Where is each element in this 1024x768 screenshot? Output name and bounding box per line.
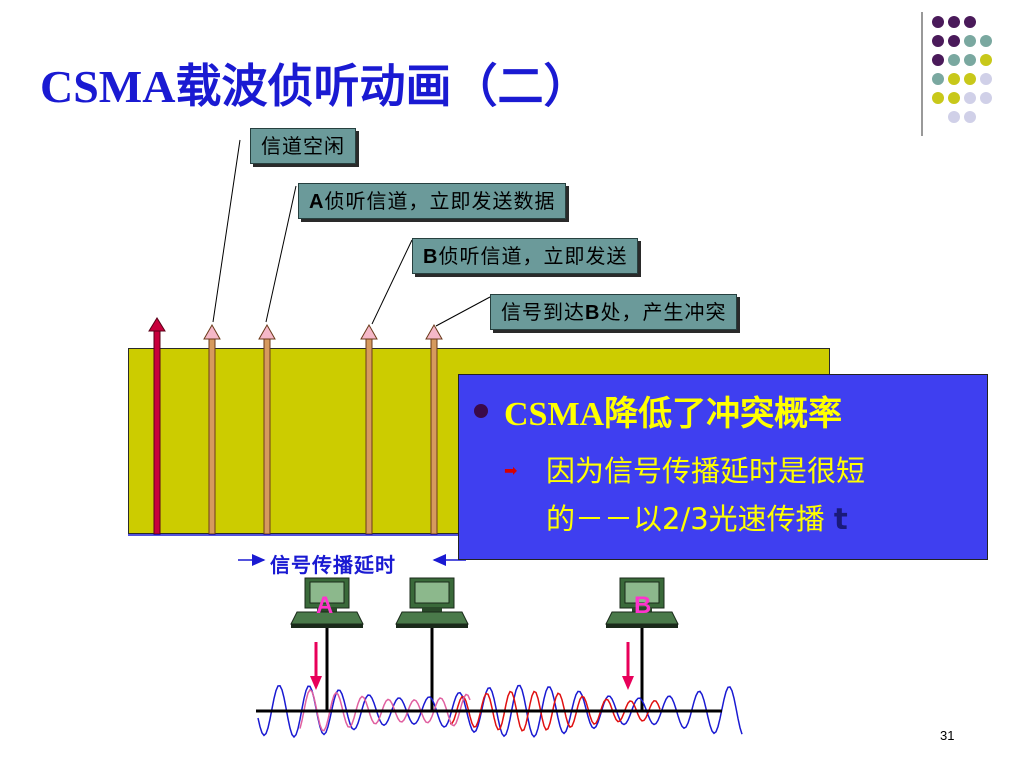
node-label-b: B xyxy=(634,592,652,619)
corner-dot xyxy=(932,54,944,66)
corner-dot xyxy=(964,35,976,47)
computer-middle-icon xyxy=(395,577,469,628)
corner-dot xyxy=(948,111,960,123)
leader-line-idle xyxy=(212,139,241,323)
callout-collision-station-letter: B xyxy=(585,302,601,324)
info-box xyxy=(458,374,988,560)
corner-dot xyxy=(932,35,944,47)
callout-a-sense-send: A侦听信道，立即发送数据 xyxy=(298,183,567,219)
corner-dot xyxy=(964,111,976,123)
slide-title: CSMA载波侦听动画（二） xyxy=(40,61,590,112)
event-arrow-collision xyxy=(425,323,443,535)
leader-line-a-sense xyxy=(265,185,297,323)
corner-dot xyxy=(980,35,992,47)
node-label-a: A xyxy=(316,592,334,619)
callout-a-sense-text: 侦听信道，立即发送数据 xyxy=(324,189,556,213)
corner-dot xyxy=(980,73,992,85)
time-axis-symbol: t xyxy=(833,502,848,536)
event-arrow-idle xyxy=(203,323,221,535)
corner-dot xyxy=(964,73,976,85)
corner-dot xyxy=(932,73,944,85)
corner-dot xyxy=(948,54,960,66)
page-number: 31 xyxy=(940,728,955,743)
signal-wave-pink xyxy=(299,688,471,732)
event-arrow-b-sense xyxy=(360,323,378,535)
propagation-delay-label: 信号传播延时 xyxy=(270,553,396,577)
callout-b-sense-send: B侦听信道，立即发送 xyxy=(412,238,639,274)
corner-dot xyxy=(980,92,992,104)
sub-bullet-arrow-icon: ➡ xyxy=(504,461,518,480)
corner-dot xyxy=(980,54,992,66)
corner-dot xyxy=(948,73,960,85)
leader-line-b-sense xyxy=(371,239,413,325)
bullet-dot-icon xyxy=(474,404,488,418)
callout-collision: 信号到达B处，产生冲突 xyxy=(490,294,738,330)
callout-collision-text-pre: 信号到达 xyxy=(501,300,585,324)
callout-b-station-letter: B xyxy=(423,246,439,268)
callout-channel-idle-text: 信道空闲 xyxy=(261,134,345,158)
callout-collision-text-post: 处，产生冲突 xyxy=(600,300,727,324)
event-arrow-start xyxy=(148,317,166,535)
send-arrow-b xyxy=(622,642,634,690)
corner-dot xyxy=(932,92,944,104)
info-sub-line-1: 因为信号传播延时是很短 xyxy=(546,454,866,488)
event-arrow-a-sense xyxy=(258,323,276,535)
corner-dot xyxy=(948,92,960,104)
corner-dot xyxy=(948,35,960,47)
corner-dot xyxy=(948,16,960,28)
corner-dot xyxy=(964,16,976,28)
computer-a-icon xyxy=(290,577,364,628)
corner-dots-decoration xyxy=(921,12,992,136)
corner-dot xyxy=(932,16,944,28)
info-heading: CSMA降低了冲突概率 xyxy=(504,396,843,433)
send-arrow-a xyxy=(310,642,322,690)
info-sub-line-2-text: 的－－以2/3光速传播 xyxy=(546,502,825,536)
corner-dot xyxy=(964,92,976,104)
leader-line-collision xyxy=(435,296,491,327)
corner-dot xyxy=(964,54,976,66)
callout-b-sense-text: 侦听信道，立即发送 xyxy=(438,244,628,268)
computer-b-icon xyxy=(605,577,679,628)
info-sub-line-2: 的－－以2/3光速传播 t xyxy=(546,496,848,538)
callout-a-station-letter: A xyxy=(309,191,325,213)
callout-channel-idle: 信道空闲 xyxy=(250,128,356,164)
